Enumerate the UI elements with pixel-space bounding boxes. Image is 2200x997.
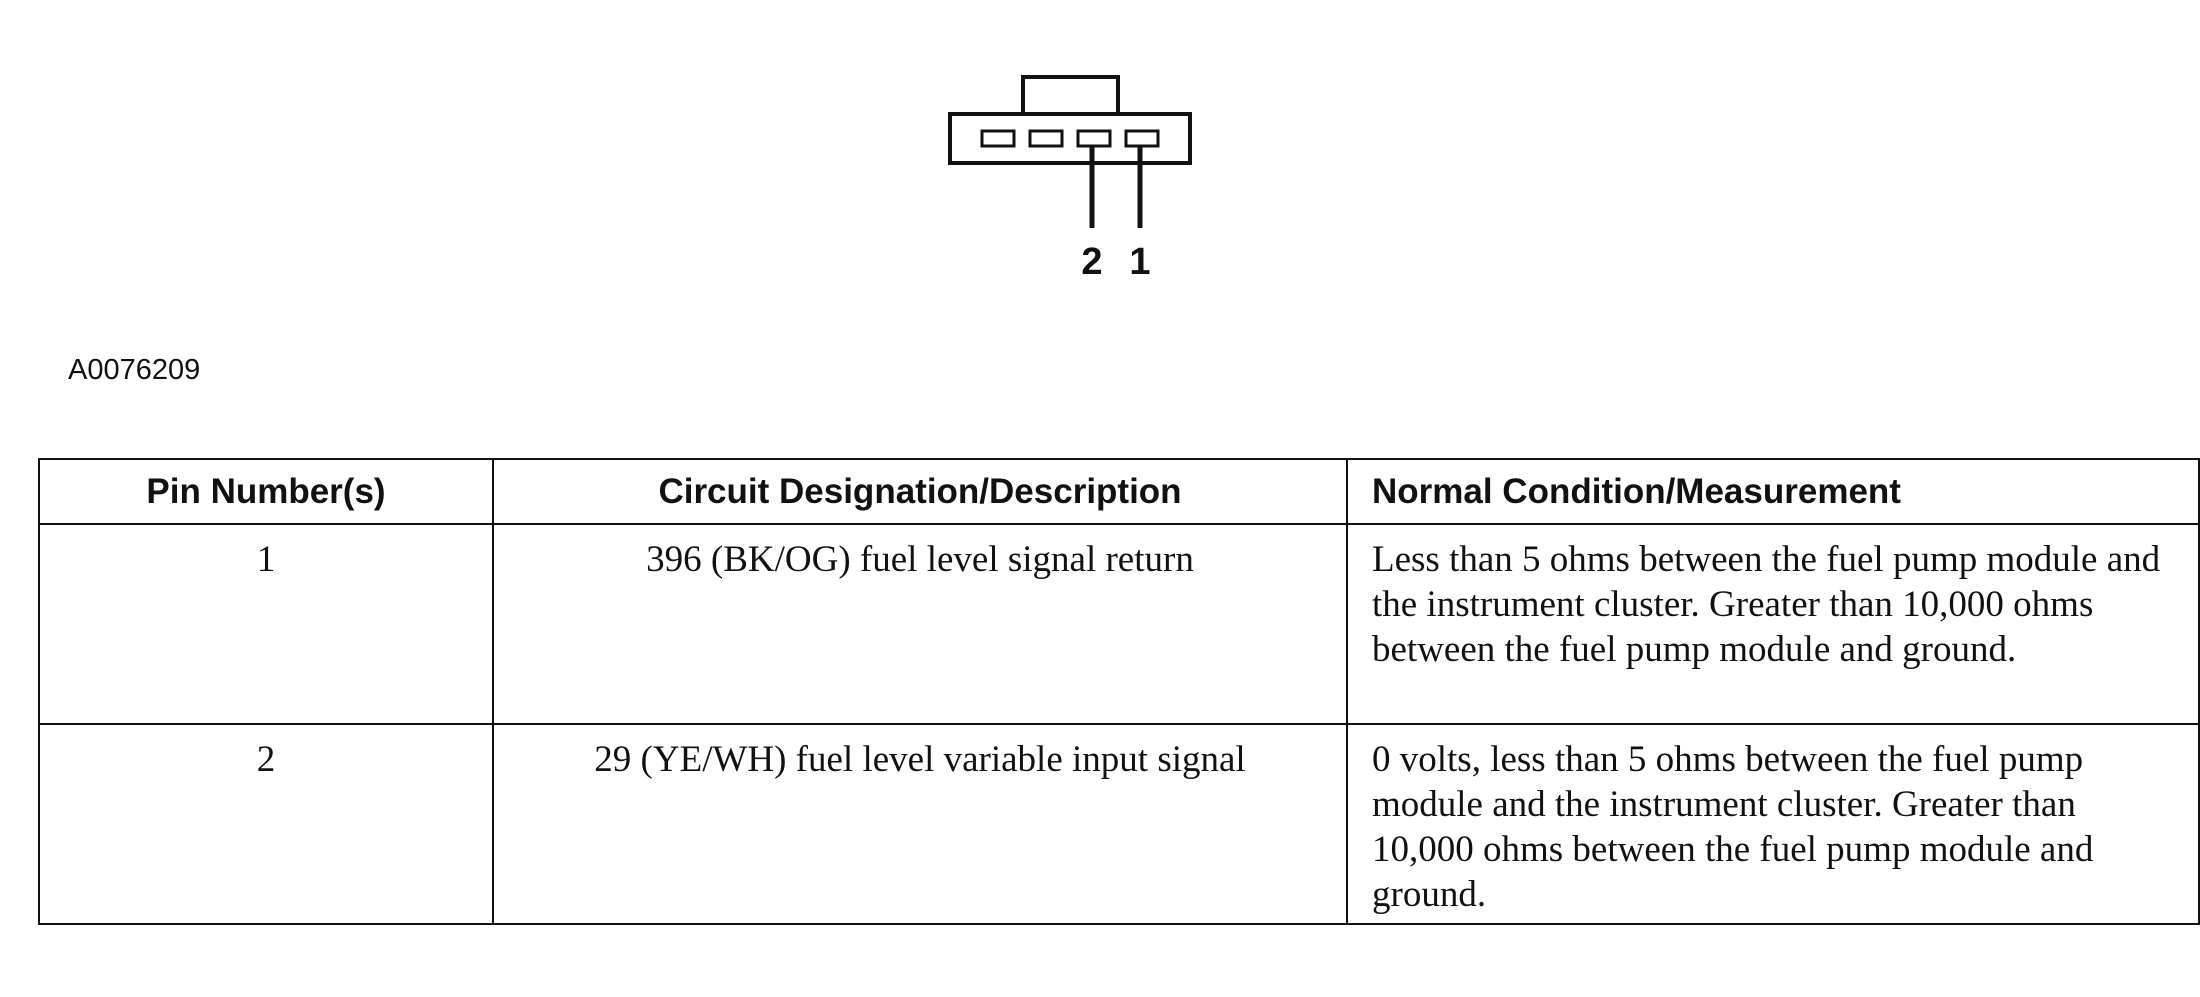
table-header-row: Pin Number(s) Circuit Designation/Descri… <box>38 458 2200 525</box>
cell-pin-number: 2 <box>38 723 494 925</box>
connector-diagram: 2 1 <box>948 75 1192 283</box>
figure-id: A0076209 <box>68 354 201 386</box>
connector-cavity <box>1028 129 1064 148</box>
connector-pinout-table: Pin Number(s) Circuit Designation/Descri… <box>38 458 2200 925</box>
table-row: 2 29 (YE/WH) fuel level variable input s… <box>38 723 2200 925</box>
connector-latch <box>1021 75 1120 116</box>
pin-2-label: 2 <box>1081 241 1102 283</box>
table-row: 1 396 (BK/OG) fuel level signal return L… <box>38 523 2200 725</box>
cell-pin-number: 1 <box>38 523 494 725</box>
connector-body <box>948 112 1192 165</box>
header-pin-number: Pin Number(s) <box>38 458 494 525</box>
header-circuit-description: Circuit Designation/Description <box>492 458 1348 525</box>
cell-normal-condition: Less than 5 ohms between the fuel pump m… <box>1346 523 2200 725</box>
cell-circuit-description: 29 (YE/WH) fuel level variable input sig… <box>492 723 1348 925</box>
header-normal-condition: Normal Condition/Measurement <box>1346 458 2200 525</box>
cell-circuit-description: 396 (BK/OG) fuel level signal return <box>492 523 1348 725</box>
pin-1-label: 1 <box>1129 241 1150 283</box>
cell-normal-condition: 0 volts, less than 5 ohms between the fu… <box>1346 723 2200 925</box>
connector-cavity <box>980 129 1016 148</box>
